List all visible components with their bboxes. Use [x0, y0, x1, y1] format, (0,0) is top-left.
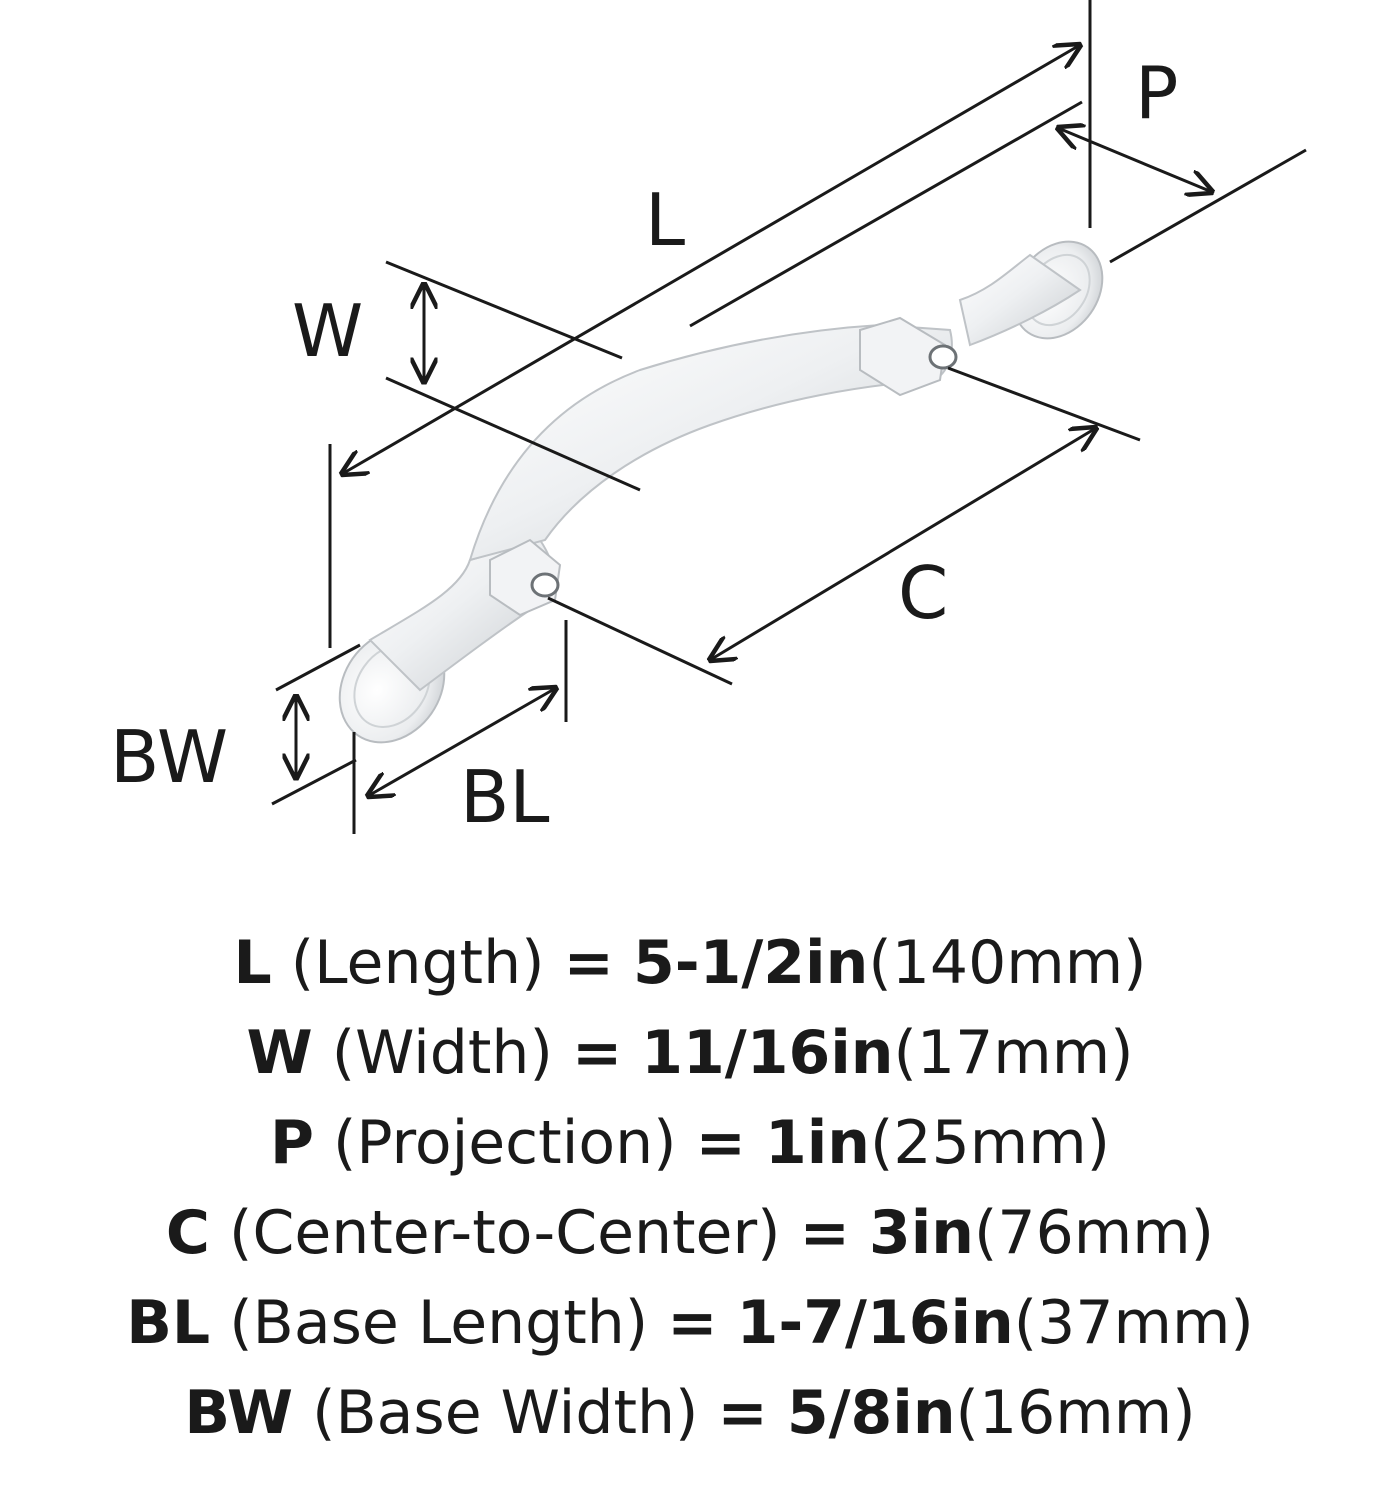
- left-screw-hole: [530, 572, 560, 598]
- spec-row-base-length: BL (Base Length) = 1-7/16in(37mm): [126, 1288, 1254, 1358]
- label-W: W: [292, 289, 363, 373]
- spec-row-base-width: BW (Base Width) = 5/8in(16mm): [184, 1378, 1196, 1448]
- spec-row-projection: P (Projection) = 1in(25mm): [269, 1108, 1111, 1178]
- label-BL: BL: [460, 755, 550, 839]
- label-C: C: [898, 551, 948, 635]
- label-L: L: [645, 178, 685, 262]
- spec-row-length: L (Length) = 5-1/2in(140mm): [233, 928, 1147, 998]
- spec-list: L (Length) = 5-1/2in(140mm) W (Width) = …: [0, 918, 1380, 1458]
- spec-row-center-to-center: C (Center-to-Center) = 3in(76mm): [165, 1198, 1215, 1268]
- cabinet-pull-illustration: [338, 240, 1104, 744]
- right-screw-hole: [928, 344, 958, 370]
- label-P: P: [1135, 51, 1178, 135]
- dimension-diagram: L P W C BW BL: [110, 0, 1307, 839]
- label-BW: BW: [110, 715, 228, 799]
- spec-row-width: W (Width) = 11/16in(17mm): [246, 1018, 1134, 1088]
